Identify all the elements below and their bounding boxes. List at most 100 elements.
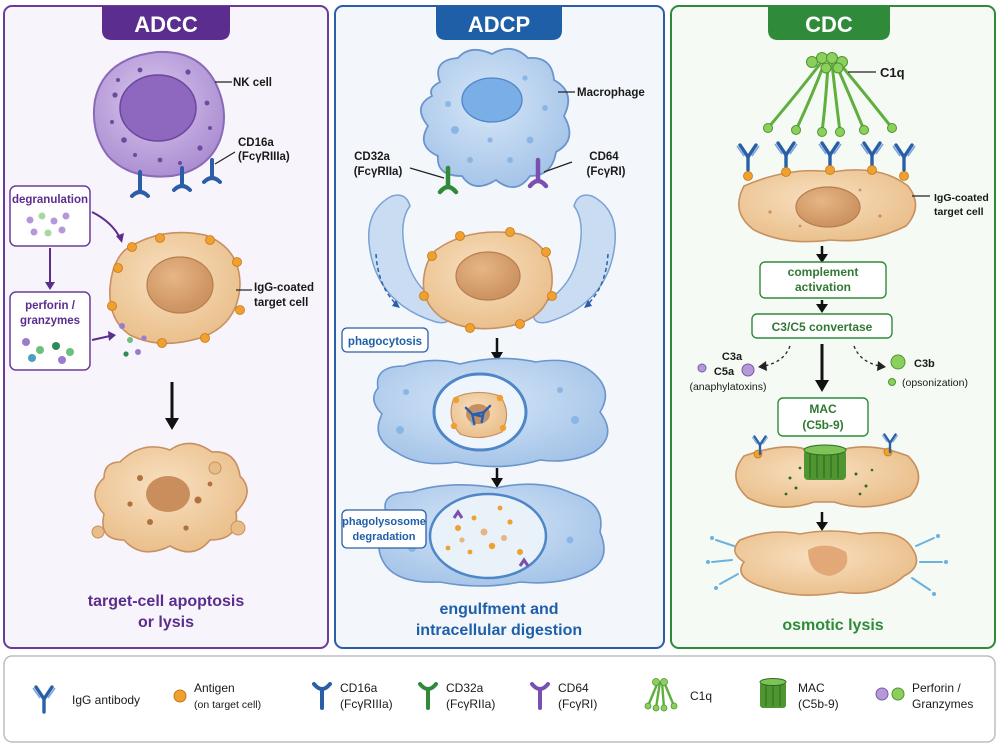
legend-cd16a-line1: CD16a [340,681,378,695]
legend-mac-line2: (C5b-9) [798,697,839,711]
convertase-box [751,313,893,339]
degranulation-granules [26,212,70,237]
adcc-title-tab [102,6,230,40]
adcp-title-tab [436,6,562,40]
lysed-cell [706,530,948,596]
c3b-label: C3b [914,358,935,370]
legend-perforin-line1: Perforin / [912,681,961,695]
cdc-title-tab [768,6,890,40]
perforin-label-line2: granzymes [20,315,80,327]
adcc-title: ADCC [134,12,198,37]
adcp-target-cell [419,227,557,333]
degranulation-box [9,185,91,247]
perforin-granules [22,338,74,364]
phagolysosome-label-line2: degradation [353,531,416,543]
engulfed-macrophage [373,357,609,468]
legend-cd64-icon [530,682,550,710]
convertase-label: C3/C5 convertase [772,320,873,334]
legend-mac-line1: MAC [798,681,825,695]
c1q-complex [763,52,897,137]
legend-cd32a-line1: CD32a [446,681,484,695]
mac-label-line2: (C5b-9) [802,418,843,432]
c3a-label: C3a [722,351,743,363]
adcc-target-label-line1: IgG-coated [254,282,314,294]
legend-cd32a-icon [418,682,438,710]
cd16a-label-line2: (FcγRIIIa) [238,151,290,163]
adcc-target-cell [107,231,245,348]
adcc-panel: ADCC NK cell CD16a (FcγRIIIa) [3,5,329,649]
legend-perforin-line2: Granzymes [912,697,973,711]
macrophage [420,48,571,188]
phagolysosome-label-line1: phagolysosome [342,516,426,528]
legend-antigen-line1: Antigen [194,681,235,695]
adcp-title: ADCP [468,12,530,37]
legend-antigen-line2: (on target cell) [194,699,261,711]
opsonization-label: (opsonization) [902,377,968,389]
legend-cd16a-icon [312,682,332,710]
macrophage-nucleus [461,77,523,123]
anaphylatoxins-label: (anaphylatoxins) [689,381,766,393]
adcc-target-nucleus [146,256,214,314]
complement-activation-line1: complement [788,265,859,279]
cd16a-label-line1: CD16a [238,137,274,149]
nk-cell-label: NK cell [233,77,272,89]
cdc-target-label-line2: target cell [934,206,984,218]
mac-pore [803,444,847,480]
phagolysosome-box [341,509,427,549]
adcc-target-label-line2: target cell [254,297,308,309]
legend-c1q-label: C1q [690,689,712,703]
degranulation-label: degranulation [12,194,88,206]
cdc-target-cell [738,165,917,243]
c3a-dot [697,363,707,373]
c1q-label: C1q [880,65,905,80]
nk-nucleus [119,74,197,142]
legend-antigen-icon [173,689,187,703]
adcp-outcome-line1: engulfment and [439,601,558,618]
mac-cell [735,433,920,508]
cdc-outcome: osmotic lysis [782,617,883,634]
legend-perforin-dot-purple [875,687,889,701]
adcc-outcome-line1: target-cell apoptosis [88,593,245,610]
released-granules [119,323,147,357]
adcc-outcome-line2: or lysis [138,614,194,631]
cd32a-receptor [437,165,459,195]
nk-cell [92,50,225,178]
legend-border [3,655,996,743]
macrophage-label: Macrophage [577,87,645,99]
cdc-title: CDC [805,12,853,37]
legend-cd64-line1: CD64 [558,681,589,695]
c3b-dot-large [890,354,906,370]
legend-igg-label: IgG antibody [72,693,140,707]
phagocytosis-box [341,327,429,353]
phagolysosome-macrophage [378,483,605,587]
adcp-outcome-line2: intracellular digestion [416,622,582,639]
legend: IgG antibody Antigen (on target cell) CD… [3,655,996,743]
cdc-panel: CDC C1q [670,5,996,649]
perforin-label-line1: perforin / [25,300,76,312]
complement-activation-line2: activation [795,280,851,294]
legend-mac-icon [759,678,787,708]
phagocytosis-label: phagocytosis [348,336,422,348]
c3b-dot-small [888,378,896,386]
cd32a-label-line1: CD32a [354,151,390,163]
c5a-dot [741,363,755,377]
cd64-label-line1: CD64 [589,151,619,163]
mac-label-line1: MAC [809,402,837,416]
legend-c1q-icon [644,678,678,712]
legend-cd16a-line2: (FcγRIIIa) [340,697,393,711]
complement-activation-box [759,261,887,299]
mac-box [777,397,869,437]
adcp-panel: ADCP Macrophage CD32a (FcγRIIa) CD64 (Fc… [334,5,665,649]
legend-cd32a-line2: (FcγRIIa) [446,697,495,711]
cd32a-label-line2: (FcγRIIa) [354,166,403,178]
cdc-target-label-line1: IgG-coated [934,192,989,204]
cd64-receptor [527,157,549,189]
apoptotic-cell [91,442,248,553]
c5a-label: C5a [714,366,735,378]
cd64-label-line2: (FcγRI) [587,166,626,178]
legend-perforin-dot-green [891,687,905,701]
legend-cd64-line2: (FcγRI) [558,697,597,711]
cd16a-receptors [130,158,222,198]
